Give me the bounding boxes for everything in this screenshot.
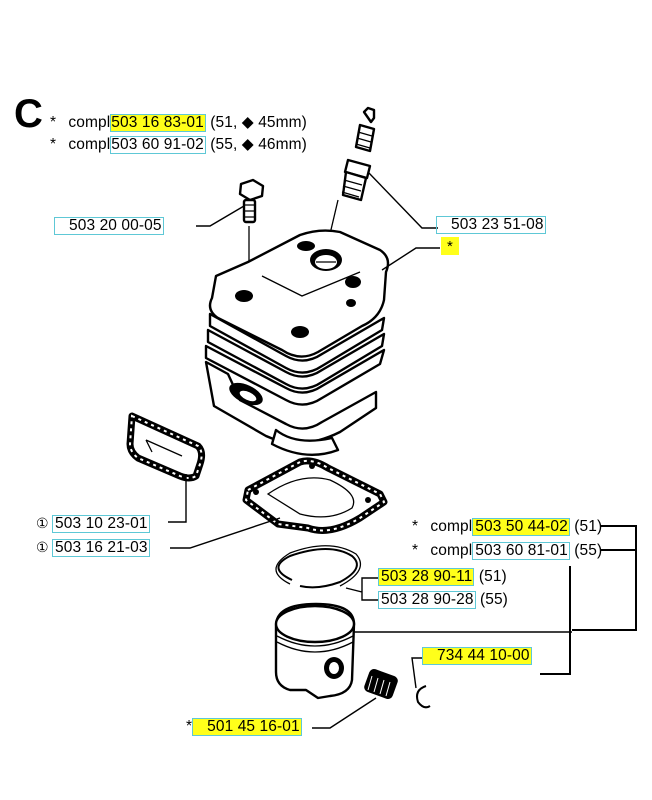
header-line-55: * compl503 60 91-02 (55, ◆ 46mm) [50, 136, 307, 154]
part-number-spark-plug[interactable]: 503 23 51-08 [436, 216, 546, 234]
callout-spark-plug: 503 23 51-08 [436, 216, 546, 234]
compl-prefix: compl [430, 518, 473, 535]
compl-prefix: compl [68, 136, 111, 153]
spark-plug [321, 106, 376, 269]
header-line-51: * compl503 16 83-01 (51, ◆ 45mm) [50, 114, 307, 132]
size-text: (55) [479, 591, 508, 608]
circled-one-symbol: ① [36, 539, 49, 555]
asterisk-note-marker: * [441, 237, 459, 255]
size-text: (51) [574, 518, 603, 535]
marker: * [50, 114, 57, 131]
piston-ring [275, 545, 361, 589]
part-number-circlip[interactable]: 734 44 10-00 [422, 647, 532, 665]
cylinder-screw [238, 178, 265, 285]
spec-text: (51, ◆ 45mm) [210, 114, 307, 131]
part-number-ring-55[interactable]: 503 28 90-28 [378, 591, 476, 609]
compl-prefix: compl [68, 114, 111, 131]
part-number-ring-51[interactable]: 503 28 90-11 [378, 568, 475, 586]
compl-prefix: compl [430, 542, 473, 559]
callout-ring-55: 503 28 90-28 (55) [378, 591, 508, 609]
part-number-piston-kit-55[interactable]: 503 60 81-01 [472, 542, 570, 560]
marker: * [412, 518, 419, 535]
part-number-needle-bearing[interactable]: 501 45 16-01 [192, 718, 302, 736]
part-number-screw[interactable]: 503 20 00-05 [54, 217, 164, 235]
exhaust-gasket [126, 412, 206, 482]
piston [274, 602, 356, 700]
part-number-cylinder-55[interactable]: 503 60 91-02 [110, 136, 206, 154]
callout-needle-bearing: *501 45 16-01 [186, 718, 302, 736]
callout-cylinder-note: * [441, 237, 459, 256]
marker: * [186, 718, 193, 735]
cylinder-gasket [242, 457, 388, 534]
size-text: (51) [478, 568, 507, 585]
part-number-exhaust-gasket[interactable]: 503 10 23-01 [52, 515, 150, 533]
part-number-cylinder-51[interactable]: 503 16 83-01 [110, 114, 206, 132]
cylinder [204, 229, 390, 456]
circlip [416, 685, 431, 709]
spec-text: (55, ◆ 46mm) [210, 136, 307, 153]
circled-one-symbol: ① [36, 515, 49, 531]
marker: * [50, 136, 57, 153]
size-text: (55) [574, 542, 603, 559]
leader-lines [168, 171, 637, 729]
part-number-cylinder-gasket[interactable]: 503 16 21-03 [52, 539, 150, 557]
callout-ring-51: 503 28 90-11 (51) [378, 568, 507, 586]
marker: * [412, 542, 419, 559]
callout-circlip: 734 44 10-00 [422, 647, 532, 665]
callout-screw: 503 20 00-05 [54, 217, 164, 235]
section-letter: C [14, 92, 43, 136]
needle-bearing [364, 669, 398, 699]
part-number-piston-kit-51[interactable]: 503 50 44-02 [472, 518, 570, 536]
